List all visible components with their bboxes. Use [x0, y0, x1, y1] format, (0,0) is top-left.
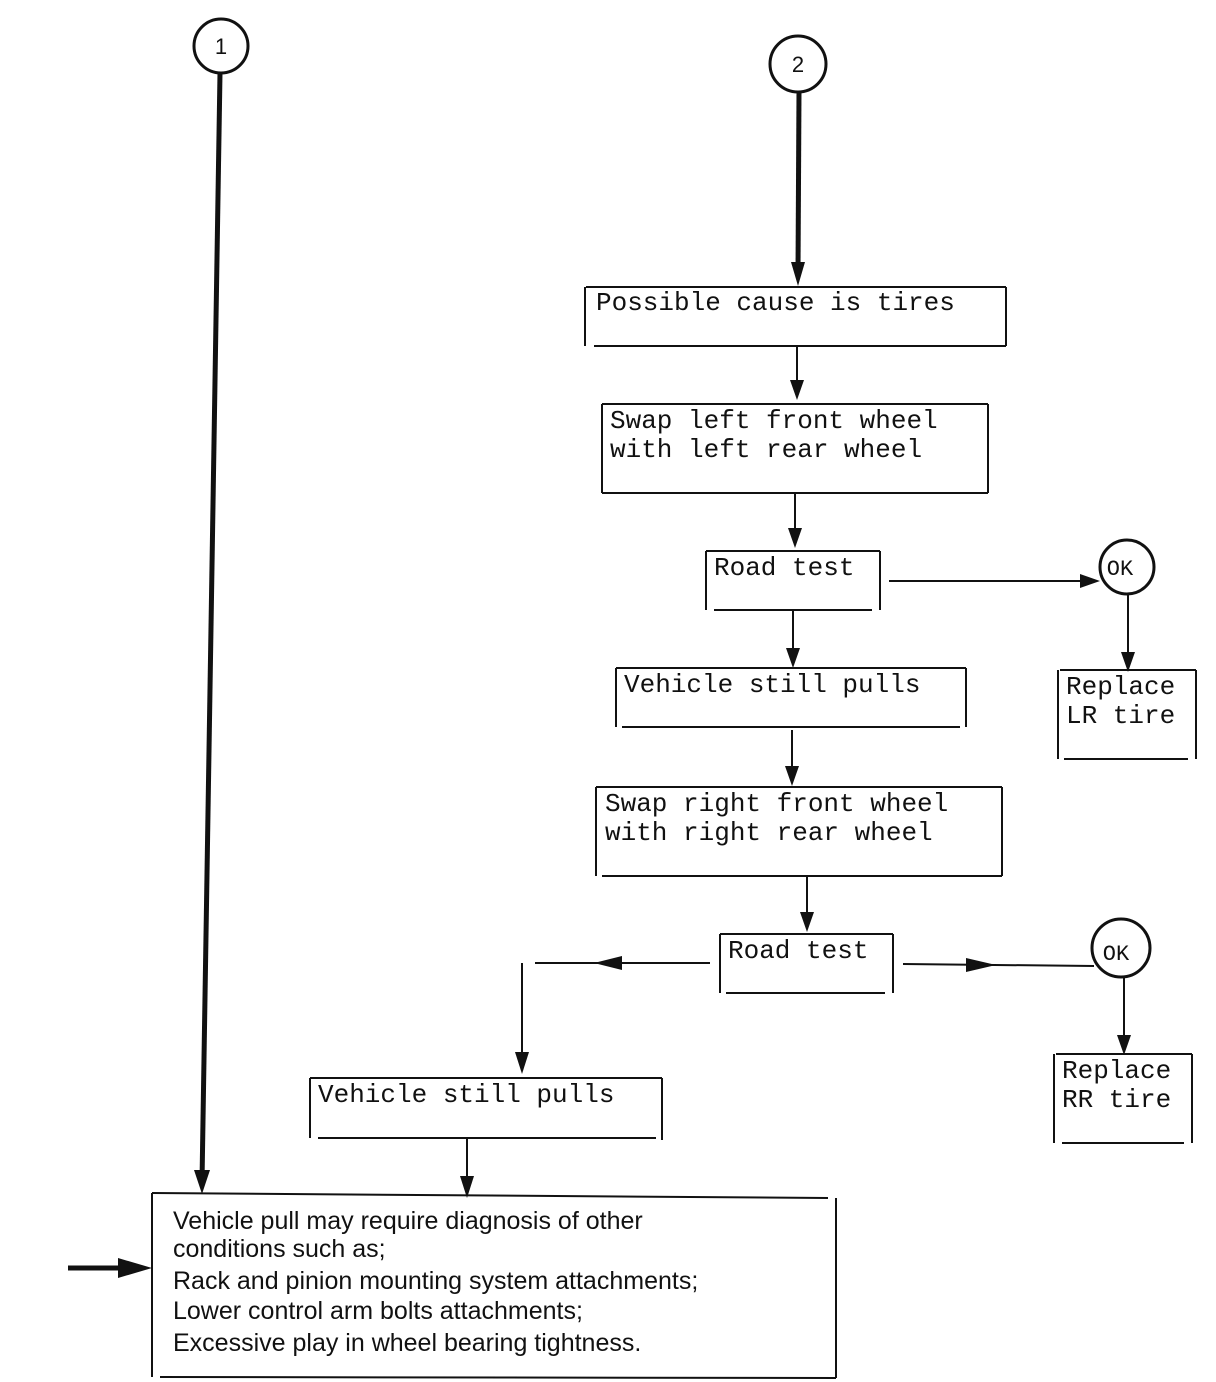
box-final-note-line-5: Excessive play in wheel bearing tightnes…	[173, 1329, 641, 1357]
box-still-pulls-1: Vehicle still pulls	[615, 667, 967, 728]
box-replace-lr: Replace LR tire	[1057, 669, 1197, 760]
box-final-note: Vehicle pull may require diagnosis of ot…	[151, 1192, 837, 1379]
arrowhead-1	[194, 1170, 210, 1194]
box-replace-lr-line-2: LR tire	[1066, 701, 1175, 731]
box-still-pulls-1-text: Vehicle still pulls	[624, 670, 920, 700]
box-still-pulls-2: Vehicle still pulls	[309, 1077, 663, 1140]
box-road-test-2: Road test	[719, 933, 894, 994]
ok-connector-2-label: OK	[1103, 942, 1130, 967]
box-final-note-line-4: Lower control arm bolts attachments;	[173, 1297, 583, 1325]
ok-connector-1-label: OK	[1107, 557, 1134, 582]
box-swap-right-line-1: Swap right front wheel	[605, 789, 948, 819]
ok-connector-2: OK	[1090, 917, 1152, 979]
box-final-note-line-2: conditions such as;	[173, 1235, 386, 1263]
box-replace-lr-line-1: Replace	[1066, 672, 1175, 702]
ok-connector-1: OK	[1098, 538, 1156, 596]
box-road-test-2-text: Road test	[728, 936, 868, 966]
box-replace-rr-line-1: Replace	[1062, 1056, 1171, 1086]
pointer-arrow	[68, 1258, 152, 1278]
box-still-pulls-2-text: Vehicle still pulls	[318, 1080, 614, 1110]
arrowhead-2	[791, 262, 805, 286]
connector-1-label: 1	[215, 34, 227, 59]
box-final-note-line-1: Vehicle pull may require diagnosis of ot…	[173, 1207, 643, 1235]
box-swap-left-line-2: with left rear wheel	[610, 435, 922, 465]
flow-line-1	[199, 72, 223, 1183]
box-road-test-1: Road test	[705, 550, 881, 611]
box-possible-cause-text: Possible cause is tires	[596, 288, 955, 318]
connector-2: 2	[768, 34, 828, 94]
box-swap-right: Swap right front wheel with right rear w…	[595, 786, 1003, 877]
box-road-test-1-text: Road test	[714, 553, 854, 583]
box-possible-cause: Possible cause is tires	[584, 286, 1007, 347]
box-swap-left: Swap left front wheel with left rear whe…	[601, 403, 989, 494]
connector-2-label: 2	[792, 52, 804, 77]
box-replace-rr-line-2: RR tire	[1062, 1085, 1171, 1115]
box-final-note-line-3: Rack and pinion mounting system attachme…	[173, 1267, 698, 1295]
box-swap-left-line-1: Swap left front wheel	[610, 406, 938, 436]
connector-1: 1	[192, 17, 250, 75]
box-swap-right-line-2: with right rear wheel	[605, 818, 933, 848]
box-replace-rr: Replace RR tire	[1053, 1053, 1193, 1144]
